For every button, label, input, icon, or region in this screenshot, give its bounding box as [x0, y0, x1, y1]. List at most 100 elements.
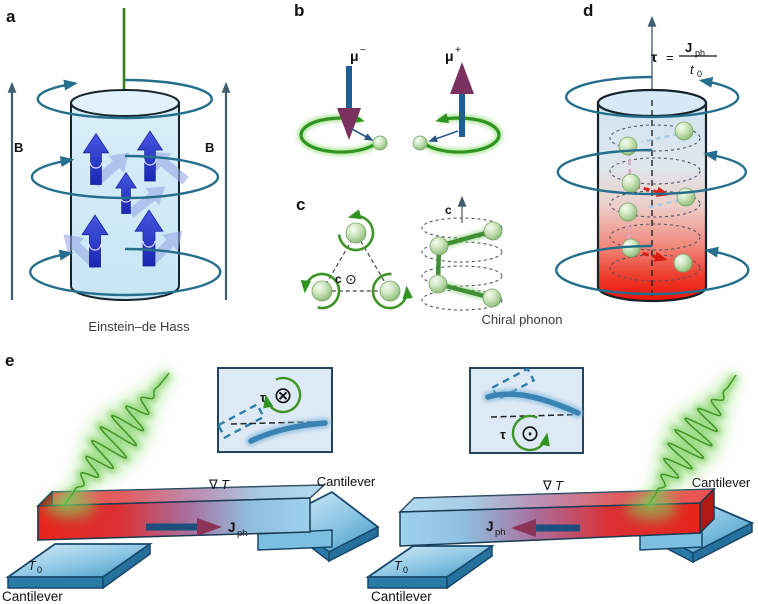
laser-impact-glow-left [44, 493, 96, 519]
rotation-arrow-top [565, 75, 740, 119]
precession-curl-icon [89, 161, 103, 169]
jph-label: J [486, 519, 494, 534]
inset-torque-right: τ ⊙ [469, 367, 584, 454]
atom-sphere [345, 222, 367, 244]
b-field-label-left: B [14, 140, 23, 155]
panel-d-phonon-torque: d τ = J ph t 0 [555, 1, 750, 303]
atom-sphere [428, 274, 448, 294]
tau-label: τ [500, 427, 506, 442]
jph-label: J [228, 520, 236, 535]
mu-minus-sup: − [360, 45, 366, 56]
base-platform-front [367, 576, 448, 589]
device-left: J ph ∇ T T 0 Cantilever Cantilever [2, 474, 380, 604]
panel-label-d: d [583, 1, 593, 20]
c-axis-out-of-plane-icon: ⊙ [345, 271, 357, 287]
rotation-arrow-middle [556, 148, 748, 196]
gradient-nabla: ∇ [208, 477, 218, 492]
base-platform-side [446, 544, 493, 590]
laser-pulse-wave [646, 374, 737, 508]
panel-b-magnetic-moments: b μ − μ + [294, 1, 503, 157]
jph-sub: ph [237, 528, 248, 539]
support-slab-side [692, 521, 753, 564]
mu-minus-connector-arrow [351, 128, 374, 141]
panel-label-b: b [294, 1, 304, 20]
deflected-beam-outline [216, 402, 266, 440]
spin-arrow [115, 171, 137, 214]
phonon-spheres [618, 121, 696, 273]
tau-label: τ [260, 390, 266, 405]
laser-impact-glow-right [626, 495, 678, 521]
b-field-label-right: B [205, 140, 214, 155]
atom-sphere [429, 236, 449, 256]
precession-curl-icon [88, 243, 102, 251]
formula-equals: = [666, 50, 674, 65]
panel-label-a: a [6, 7, 16, 26]
cantilever-label-support: Cantilever [317, 474, 376, 489]
panel-label-e: e [5, 351, 14, 370]
rotation-arrow-middle [30, 154, 220, 200]
rotation-arrow-top [36, 78, 213, 120]
spin-arrow-ghost [127, 186, 166, 218]
formula-jph: J [685, 40, 692, 55]
atom-sphere [311, 280, 333, 302]
phonon-rotation-arrow-right [418, 113, 501, 154]
cantilever-label-support: Cantilever [692, 475, 751, 490]
cantilever-label-base: Cantilever [2, 589, 63, 604]
support-slab-side [328, 525, 379, 563]
bent-beam [485, 391, 581, 416]
helix-axis-label: c [445, 203, 452, 217]
base-platform-front [7, 576, 104, 589]
mu-plus-arrow-head [450, 62, 474, 94]
torque-into-page-icon: ⊗ [273, 382, 292, 408]
formula-tau: τ [651, 49, 658, 65]
spin-arrow [81, 214, 109, 268]
t0-sub: 0 [37, 565, 42, 575]
bent-beam [248, 420, 328, 444]
atom-sphere [482, 288, 502, 308]
rotation-arrow-bottom [29, 247, 222, 297]
heat-current-head [511, 519, 536, 537]
base-platform-side [102, 542, 151, 590]
gradient-nabla: ∇ [542, 478, 552, 493]
mu-minus-arrow-head [337, 108, 361, 140]
spin-arrow [134, 209, 164, 267]
t0-sub: 0 [403, 565, 408, 575]
mu-plus-connector-arrow [428, 130, 459, 142]
precession-curl-icon [143, 158, 157, 166]
gradient-t: T [221, 477, 230, 492]
panel-label-c: c [296, 195, 305, 214]
mu-plus-label: μ [445, 48, 454, 64]
spin-arrow-ghost [150, 151, 189, 185]
atom-rotation-arrow-top [337, 209, 375, 252]
atom-sphere [372, 135, 388, 151]
gradient-t: T [555, 478, 564, 493]
t0-label: T [394, 559, 403, 573]
atom-sphere [379, 280, 401, 302]
beam-top-highlight [400, 489, 714, 512]
torque-out-of-page-icon: ⊙ [520, 420, 539, 446]
formula-t0: t [690, 62, 695, 77]
panel-a-einstein-de-haas: a B B Einstein–de Hass [6, 7, 231, 334]
laser-pulses [53, 365, 746, 514]
beam-front-face [37, 497, 311, 541]
lattice-triangle [320, 231, 392, 292]
laser-pulse-wave [62, 372, 170, 507]
caption-einstein-de-haas: Einstein–de Hass [88, 319, 190, 334]
inset-torque-left: τ ⊗ [216, 367, 333, 453]
phonon-rotation-arrow-left [299, 113, 382, 154]
t0-label: T [28, 559, 37, 573]
panel-c-chiral-phonon: c c ⊙ c Chiral phonon [296, 195, 562, 327]
c-axis-label: c [335, 272, 342, 286]
mu-minus-label: μ [350, 48, 359, 64]
rotation-arrow-bottom [555, 244, 750, 296]
atom-rotation-arrow-bottom-right [371, 272, 413, 310]
device-right: J ph ∇ T T 0 Cantilever Cantilever [365, 475, 755, 604]
formula-t0-sub: 0 [697, 69, 702, 79]
torque-rotation-arrow [511, 414, 550, 452]
beam-top-highlight [38, 485, 324, 506]
panel-e-cantilever-experiment: e J ph ∇ T T 0 Cantilever [2, 351, 755, 604]
phonon-spiral [609, 124, 701, 282]
cantilever-label-base: Cantilever [371, 589, 432, 604]
